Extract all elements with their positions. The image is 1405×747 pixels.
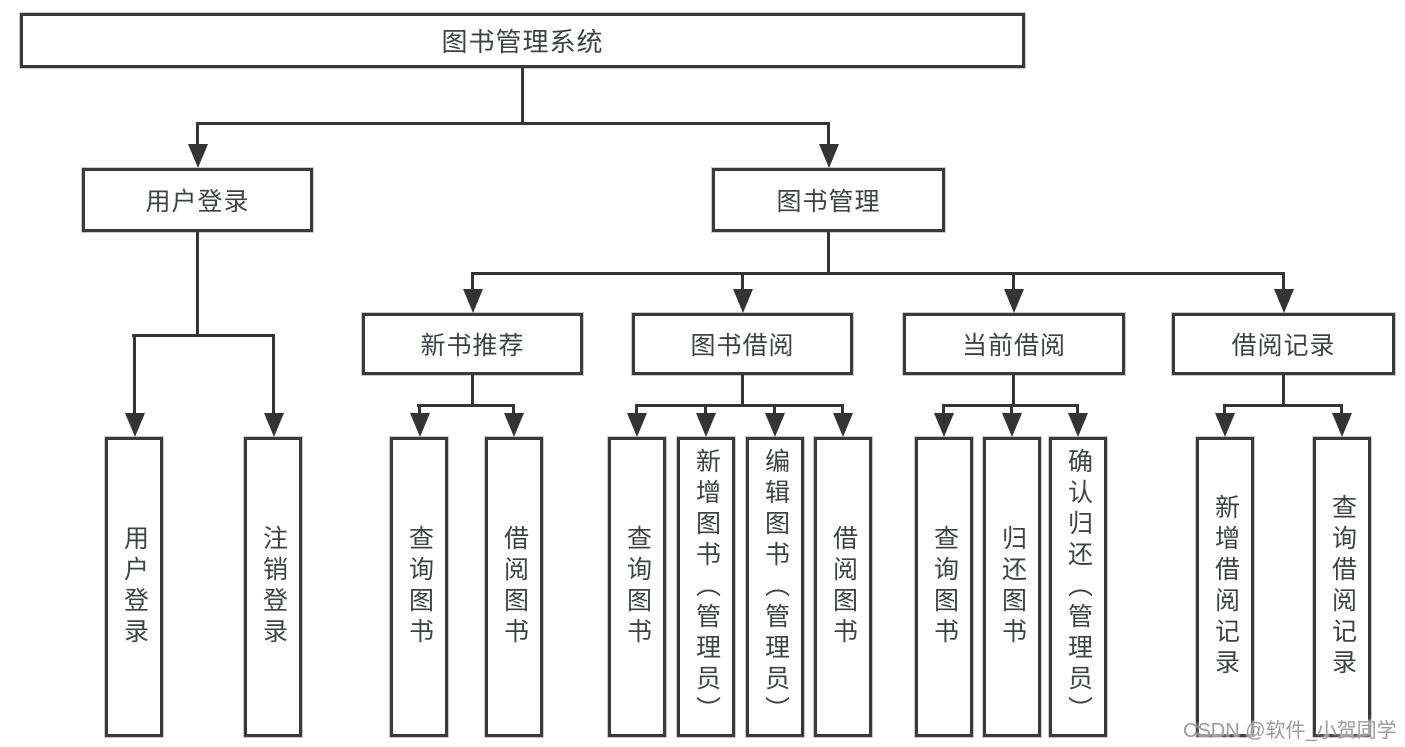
node-borrowing-records: 借阅记录 xyxy=(1172,313,1395,375)
leaf-add-borrow-record: 新增借阅记录 xyxy=(1196,437,1254,737)
leaf-borrow-books-recommend: 借阅图书 xyxy=(485,437,543,737)
leaf-user-login-label: 用户登录 xyxy=(120,525,149,649)
leaf-edit-books-admin-label: 编辑图书（管理员） xyxy=(761,447,790,727)
leaf-query-borrow-record: 查询借阅记录 xyxy=(1313,437,1371,737)
leaf-query-books-borrowing-label: 查询图书 xyxy=(623,525,652,649)
connector-root-hline xyxy=(196,122,830,125)
node-book-management: 图书管理 xyxy=(712,168,945,232)
connector-arrow-recommend-query xyxy=(418,404,421,413)
connector-borrowing-hline xyxy=(635,404,844,407)
connector-arrow-borrowing-records xyxy=(1282,272,1285,289)
csdn-watermark: CSDN @软件_小贺同学 xyxy=(1183,720,1397,742)
leaf-add-books-admin: 新增图书（管理员） xyxy=(677,437,735,737)
connector-arrow-book-borrowing xyxy=(741,272,744,289)
connector-userlogin-hline xyxy=(132,334,275,337)
connector-arrow-recommend-borrow xyxy=(512,404,515,413)
connector-arrow-current-borrowing xyxy=(1012,272,1015,289)
connector-arrow-leaf-user-login xyxy=(133,334,136,413)
leaf-confirm-return-admin-label: 确认归还（管理员） xyxy=(1064,447,1093,727)
connector-arrow-current-confirm xyxy=(1076,404,1079,413)
connector-records-hline xyxy=(1223,404,1343,407)
node-current-borrowing: 当前借阅 xyxy=(903,313,1125,375)
connector-current-vline xyxy=(1012,375,1015,407)
connector-arrow-current-return xyxy=(1010,404,1013,413)
connector-arrow-borrowing-borrow xyxy=(841,404,844,413)
leaf-borrow-books-label: 借阅图书 xyxy=(829,525,858,649)
connector-records-vline xyxy=(1282,375,1285,407)
connector-bookmgmt-vline xyxy=(827,232,830,275)
connector-arrow-borrowing-add xyxy=(704,404,707,413)
leaf-query-books-recommend: 查询图书 xyxy=(390,437,448,737)
connector-arrow-records-query xyxy=(1340,404,1343,413)
leaf-query-borrow-record-label: 查询借阅记录 xyxy=(1328,494,1357,680)
node-current-borrowing-label: 当前借阅 xyxy=(961,332,1066,360)
node-user-login-label: 用户登录 xyxy=(145,188,250,216)
connector-arrow-new-book-recommend xyxy=(471,272,474,289)
connector-bookmgmt-hline xyxy=(471,272,1284,275)
leaf-user-login: 用户登录 xyxy=(105,437,163,737)
leaf-add-borrow-record-label: 新增借阅记录 xyxy=(1211,494,1240,680)
leaf-logout: 注销登录 xyxy=(244,437,302,737)
leaf-return-books-label: 归还图书 xyxy=(998,525,1027,649)
node-root: 图书管理系统 xyxy=(20,13,1025,68)
leaf-logout-label: 注销登录 xyxy=(259,525,288,649)
connector-recommend-vline xyxy=(471,375,474,407)
node-book-management-label: 图书管理 xyxy=(776,188,881,216)
leaf-confirm-return-admin: 确认归还（管理员） xyxy=(1049,437,1107,737)
node-book-borrowing: 图书借阅 xyxy=(632,313,853,375)
node-new-book-recommend-label: 新书推荐 xyxy=(420,332,525,360)
leaf-query-books-borrowing: 查询图书 xyxy=(608,437,666,737)
connector-arrow-current-query xyxy=(942,404,945,413)
leaf-edit-books-admin: 编辑图书（管理员） xyxy=(746,437,804,737)
connector-arrow-book-management xyxy=(827,122,830,144)
node-borrowing-records-label: 借阅记录 xyxy=(1231,332,1336,360)
connector-arrow-leaf-logout xyxy=(272,334,275,413)
connector-root-vline xyxy=(521,68,524,125)
leaf-query-books-current-label: 查询图书 xyxy=(930,525,959,649)
connector-recommend-hline xyxy=(417,404,515,407)
leaf-query-books-recommend-label: 查询图书 xyxy=(405,525,434,649)
node-root-label: 图书管理系统 xyxy=(441,27,604,57)
node-book-borrowing-label: 图书借阅 xyxy=(690,332,795,360)
leaf-return-books: 归还图书 xyxy=(983,437,1041,737)
leaf-borrow-books-recommend-label: 借阅图书 xyxy=(500,525,529,649)
connector-arrow-borrowing-edit xyxy=(773,404,776,413)
connector-arrow-borrowing-query xyxy=(635,404,638,413)
leaf-add-books-admin-label: 新增图书（管理员） xyxy=(692,447,721,727)
leaf-query-books-current: 查询图书 xyxy=(915,437,973,737)
connector-arrow-user-login xyxy=(196,122,199,144)
connector-userlogin-vline xyxy=(196,232,199,337)
connector-arrow-records-add xyxy=(1223,404,1226,413)
leaf-borrow-books: 借阅图书 xyxy=(814,437,872,737)
node-new-book-recommend: 新书推荐 xyxy=(362,313,583,375)
node-user-login: 用户登录 xyxy=(82,168,313,232)
connector-borrowing-vline xyxy=(741,375,744,407)
